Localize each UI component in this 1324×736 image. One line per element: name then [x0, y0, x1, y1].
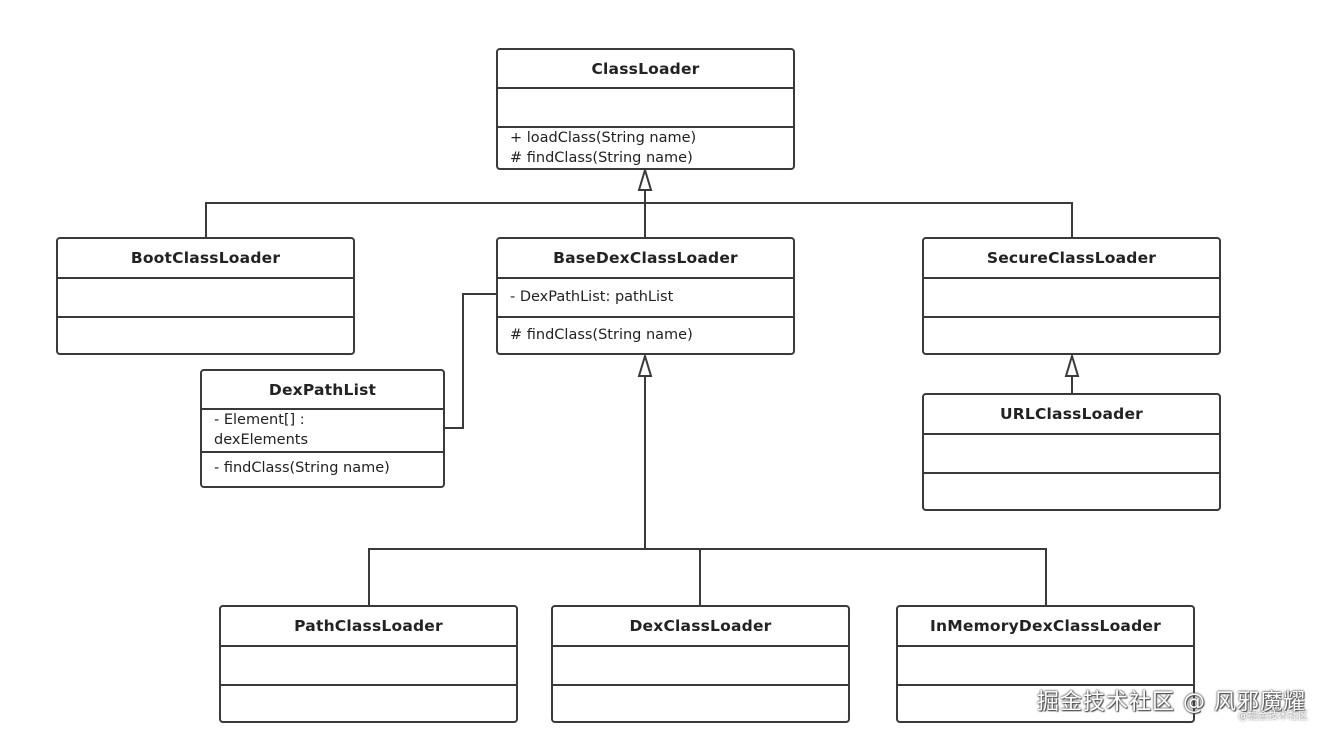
- operations-section: [553, 686, 848, 721]
- attributes-section: [898, 647, 1193, 686]
- operation: # findClass(String name): [510, 327, 693, 343]
- class-name: PathClassLoader: [221, 607, 516, 647]
- operations-section: - findClass(String name): [202, 453, 443, 486]
- class-name: BootClassLoader: [58, 239, 353, 279]
- attributes-section: [553, 647, 848, 686]
- edge-secureclassloader-to-classloader: [645, 202, 1073, 238]
- generalization-arrow-basedexclassloader: [637, 352, 653, 377]
- attributes-section: [924, 435, 1219, 474]
- attributes-section: [58, 279, 353, 318]
- attributes-section: [498, 89, 793, 128]
- class-name: InMemoryDexClassLoader: [898, 607, 1193, 647]
- generalization-arrow-secureclassloader: [1064, 352, 1080, 377]
- class-box-secureclassloader[interactable]: SecureClassLoader: [922, 237, 1221, 355]
- attributes-section: [924, 279, 1219, 318]
- class-name: URLClassLoader: [924, 395, 1219, 435]
- watermark: 掘金技术社区 @ 风邪魔耀: [1037, 690, 1306, 715]
- class-box-basedexclassloader[interactable]: BaseDexClassLoader - DexPathList: pathLi…: [496, 237, 795, 355]
- generalization-arrow-classloader: [637, 166, 653, 191]
- edge-association-dexpathlist: [445, 293, 497, 429]
- attribute: - DexPathList: pathList: [510, 289, 674, 305]
- class-box-urlclassloader[interactable]: URLClassLoader: [922, 393, 1221, 511]
- attributes-section: - Element[] : dexElements: [202, 410, 443, 453]
- operation: + loadClass(String name): [510, 130, 697, 146]
- attribute: - Element[] : dexElements: [214, 412, 309, 448]
- operations-section: [58, 318, 353, 353]
- operations-section: [924, 474, 1219, 509]
- edge-bootclassloader-to-classloader: [205, 202, 645, 238]
- class-name: DexClassLoader: [553, 607, 848, 647]
- attributes-section: - DexPathList: pathList: [498, 279, 793, 318]
- class-name: DexPathList: [202, 371, 443, 410]
- operations-section: # findClass(String name): [498, 318, 793, 353]
- watermark-small: @掘金技术社区: [1238, 711, 1308, 722]
- edge-pathclassloader-to-basedexclassloader: [368, 548, 645, 606]
- operation: - findClass(String name): [214, 460, 390, 476]
- operation: # findClass(String name): [510, 150, 693, 166]
- operations-section: [924, 318, 1219, 353]
- class-box-classloader[interactable]: ClassLoader + loadClass(String name) # f…: [496, 48, 795, 170]
- class-box-pathclassloader[interactable]: PathClassLoader: [219, 605, 518, 723]
- class-name: ClassLoader: [498, 50, 793, 90]
- operations-section: [221, 686, 516, 721]
- class-box-dexclassloader[interactable]: DexClassLoader: [551, 605, 850, 723]
- attributes-section: [221, 647, 516, 686]
- operations-section: + loadClass(String name) # findClass(Str…: [498, 128, 793, 168]
- class-box-inmemorydexclassloader[interactable]: InMemoryDexClassLoader: [896, 605, 1195, 723]
- edge-inmemorydex-to-basedexclassloader: [645, 548, 1047, 606]
- class-name: BaseDexClassLoader: [498, 239, 793, 279]
- class-box-dexpathlist[interactable]: DexPathList - Element[] : dexElements - …: [200, 369, 445, 488]
- class-box-bootclassloader[interactable]: BootClassLoader: [56, 237, 355, 355]
- class-name: SecureClassLoader: [924, 239, 1219, 279]
